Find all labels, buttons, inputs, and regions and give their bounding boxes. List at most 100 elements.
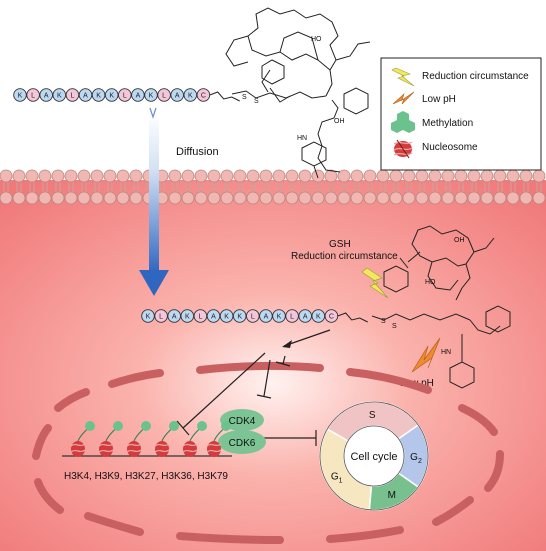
- peptide-residue-label: L: [198, 314, 202, 321]
- peptide-residue-label: A: [136, 93, 141, 100]
- lipid-head: [298, 169, 312, 183]
- lipid-head: [428, 169, 442, 183]
- peptide-residue-label: K: [277, 314, 282, 321]
- methyl-group: [85, 421, 95, 431]
- peptide-residue: [167, 309, 181, 323]
- lipid-head: [532, 169, 546, 183]
- peptide-residue-label: L: [159, 314, 163, 321]
- lipid-head: [324, 169, 338, 183]
- lightning-icon: [391, 67, 415, 87]
- lipid-head: [415, 169, 429, 183]
- lipid-head: [168, 169, 182, 183]
- peptide-residue-label: L: [123, 93, 127, 100]
- peptide-residue-label: A: [44, 93, 49, 100]
- cell-cycle-phase-label: G2: [410, 452, 422, 465]
- peptide-residue-label: A: [211, 314, 216, 321]
- peptide-residue: [246, 309, 260, 323]
- peptide-residue: [259, 309, 273, 323]
- nucleosome-icon: [393, 139, 413, 159]
- cell-cycle-label: Cell cycle: [350, 451, 397, 463]
- peptide-residue: [13, 88, 27, 102]
- lipid-head: [103, 169, 117, 183]
- peptide-residue: [91, 88, 106, 102]
- lipid-head: [402, 191, 416, 205]
- peptide-residue-label: A: [83, 93, 88, 100]
- lipid-head: [12, 169, 26, 183]
- lipid-head: [129, 169, 143, 183]
- chem-ho-label-cell: HO: [425, 279, 436, 286]
- lipid-head: [532, 191, 546, 205]
- peptide-residue-label: K: [185, 314, 190, 321]
- nucleosome: [127, 441, 141, 457]
- peptide-residue: [206, 309, 221, 323]
- lipid-head: [272, 169, 286, 183]
- gsh-label: GSH: [329, 239, 351, 250]
- lipid-head: [363, 191, 377, 205]
- peptide-residue: [131, 88, 145, 102]
- lipid-head: [350, 169, 364, 183]
- lipid-head: [285, 191, 299, 205]
- peptide-residue-label: L: [290, 314, 294, 321]
- chem-oh-label: OH: [334, 118, 345, 125]
- lipid-head: [363, 169, 377, 183]
- lipid-head: [493, 191, 507, 205]
- peptide-residue: [170, 88, 184, 102]
- lipid-head: [311, 169, 325, 183]
- reduction-circumstance-label: Reduction circumstance: [291, 251, 398, 262]
- nucleosome: [207, 441, 221, 457]
- peptide-residue-label: A: [303, 314, 308, 321]
- peptide-residue-label: C: [329, 314, 334, 321]
- reduction-lightning-icon: [361, 267, 389, 299]
- lipid-head: [51, 169, 65, 183]
- lipid-head: [467, 191, 481, 205]
- peptide-residue-label: K: [109, 93, 114, 100]
- lipid-head: [259, 191, 273, 205]
- lipid-head: [441, 191, 455, 205]
- methyl-group: [113, 421, 123, 431]
- cell-cycle-phase-label: M: [388, 490, 396, 501]
- lipid-head: [493, 169, 507, 183]
- lipid-head: [506, 191, 520, 205]
- lipid-head: [194, 191, 208, 205]
- lipid-head: [480, 169, 494, 183]
- lipid-head: [246, 191, 260, 205]
- lipid-head: [337, 191, 351, 205]
- lipid-head: [90, 191, 104, 205]
- lipid-head: [246, 169, 260, 183]
- lipid-head: [12, 191, 26, 205]
- lipid-head: [233, 191, 247, 205]
- peptide-residue-label: K: [316, 314, 321, 321]
- lipid-head: [480, 191, 494, 205]
- chem-hn-label: HN: [297, 135, 307, 142]
- methyl-group: [141, 421, 151, 431]
- lipid-head: [25, 191, 39, 205]
- peptide-residue-label: L: [70, 93, 74, 100]
- peptide-residue-label: L: [251, 314, 255, 321]
- peptide-residue-label: K: [149, 93, 154, 100]
- diffusion-arrow: [139, 107, 169, 296]
- lipid-head: [103, 191, 117, 205]
- diffusion-label: Diffusion: [176, 146, 219, 158]
- chem-s-label-2: S: [254, 98, 259, 105]
- lipid-head: [207, 191, 221, 205]
- peptide-residue: [157, 88, 171, 102]
- lipid-head: [181, 191, 195, 205]
- cell-cycle-phase-label: S: [369, 410, 376, 421]
- lipid-head: [0, 191, 13, 205]
- peptide-residue: [78, 88, 93, 102]
- chem-s-label-cell: S: [381, 318, 386, 325]
- peptide-residue: [26, 88, 40, 102]
- lipid-head: [389, 169, 403, 183]
- lipid-head: [376, 169, 390, 183]
- lipid-head: [0, 169, 13, 183]
- lipid-head: [519, 191, 533, 205]
- lipid-head: [38, 191, 52, 205]
- lipid-head: [77, 191, 91, 205]
- peptide-residue-label: K: [96, 93, 101, 100]
- paclitaxel-structure-cell: [371, 225, 511, 389]
- peptide-residue-label: A: [175, 93, 180, 100]
- lipid-head: [116, 191, 130, 205]
- lipid-head: [194, 169, 208, 183]
